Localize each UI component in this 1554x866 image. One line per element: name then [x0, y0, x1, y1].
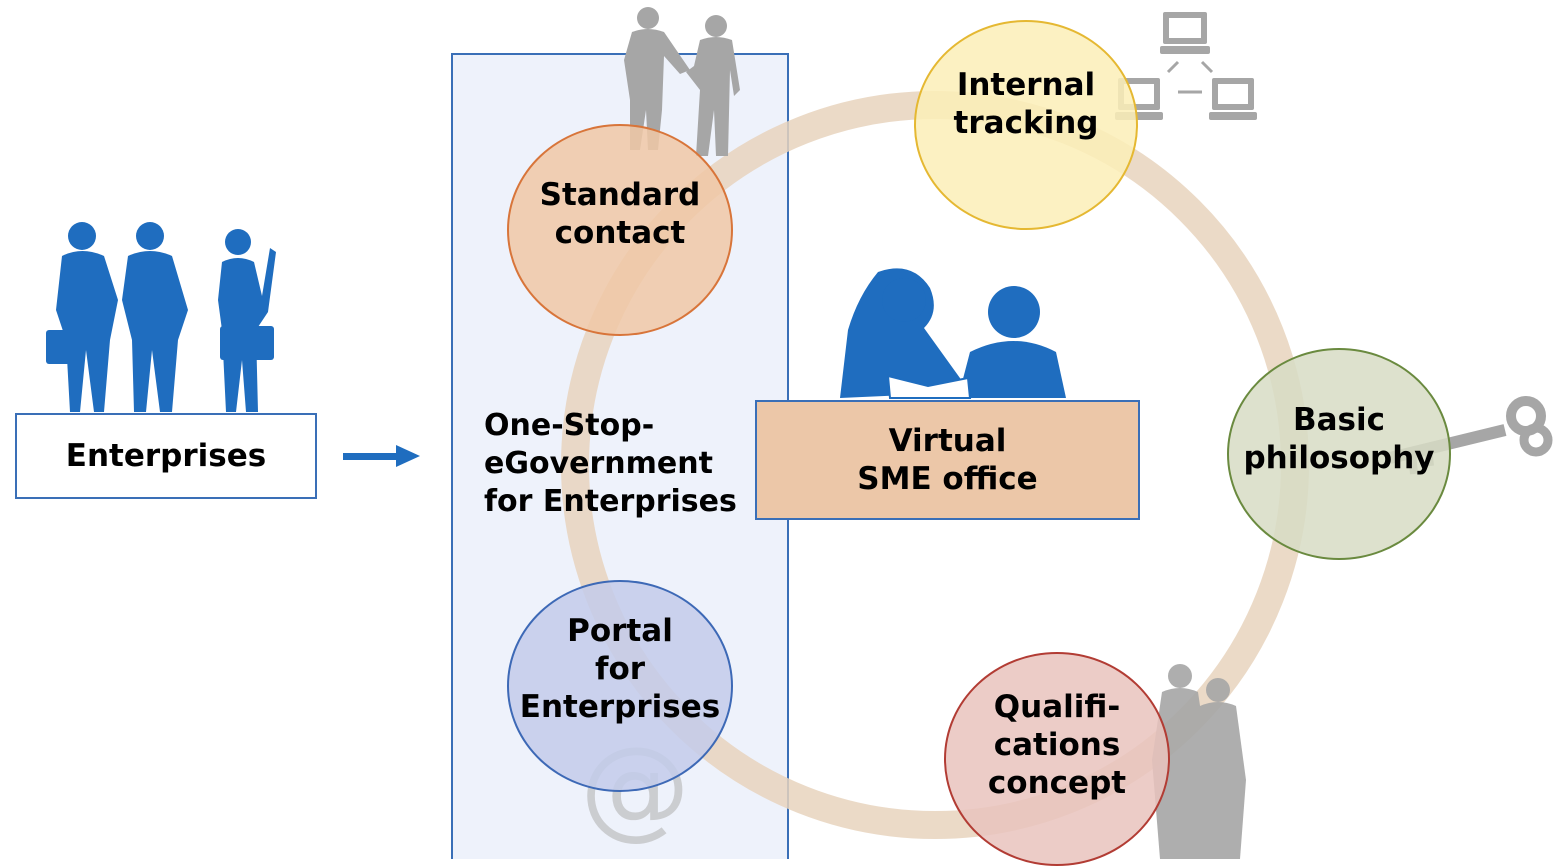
- sme-line-2: SME office: [857, 461, 1038, 497]
- one-stop-line-1: One-Stop-: [484, 408, 655, 443]
- arrow-right-icon: [343, 445, 420, 467]
- standard-contact-circle: Standard contact: [507, 124, 733, 336]
- one-stop-label: One-Stop- eGovernment for Enterprises: [484, 407, 737, 521]
- internal-tracking-line-1: Internal: [956, 67, 1096, 103]
- basic-philosophy-line-2: philosophy: [1243, 440, 1435, 476]
- business-people-icon: [46, 222, 276, 412]
- one-stop-line-2: eGovernment: [484, 446, 713, 481]
- basic-philosophy-line-1: Basic: [1292, 402, 1385, 438]
- portal-line-3: Enterprises: [519, 689, 721, 725]
- network-computers-icon: [1115, 12, 1257, 120]
- internal-tracking-circle: Internal tracking: [914, 20, 1138, 230]
- qualifications-line-2: cations: [993, 727, 1121, 763]
- standard-contact-line-1: Standard: [539, 177, 701, 213]
- portal-for-enterprises-circle: Portal for Enterprises: [507, 580, 733, 792]
- qualifications-concept-circle: Qualifi- cations concept: [944, 652, 1170, 866]
- reading-couple-icon: [840, 268, 1066, 399]
- standard-contact-line-2: contact: [554, 215, 686, 251]
- qualifications-line-3: concept: [987, 765, 1127, 801]
- internal-tracking-line-2: tracking: [953, 105, 1099, 141]
- basic-philosophy-circle: Basic philosophy: [1227, 348, 1451, 560]
- portal-line-2: for: [594, 651, 646, 687]
- one-stop-line-3: for Enterprises: [484, 484, 737, 519]
- qualifications-line-1: Qualifi-: [993, 689, 1121, 725]
- handshake-icon: [624, 7, 740, 156]
- portal-line-1: Portal: [567, 613, 673, 649]
- virtual-sme-office-box: Virtual SME office: [755, 400, 1140, 520]
- virtual-sme-office-label: Virtual SME office: [757, 422, 1138, 498]
- sme-line-1: Virtual: [888, 423, 1007, 459]
- enterprises-box: Enterprises: [15, 413, 317, 499]
- enterprises-label: Enterprises: [65, 438, 267, 474]
